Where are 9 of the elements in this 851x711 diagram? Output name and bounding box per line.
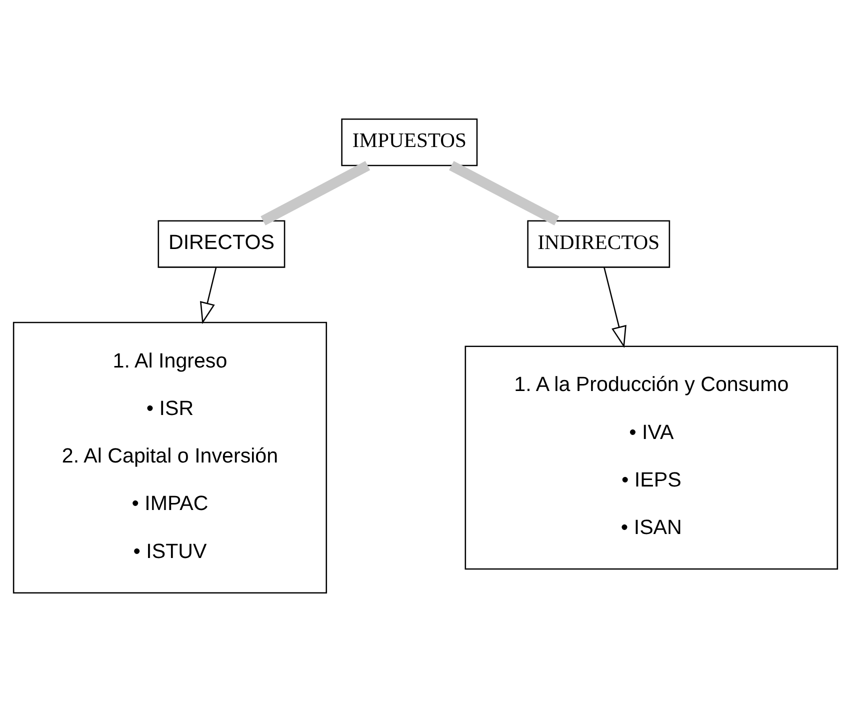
connector [260, 160, 370, 225]
node-box: IMPUESTOS [341, 118, 478, 166]
node-box: 1. Al Ingreso • ISR 2. Al Capital o Inversión • IMPAC • ISTUV [12, 321, 328, 593]
connector [449, 160, 560, 225]
node-box: INDIRECTOS [527, 220, 670, 268]
node-box: 1. A la Producción y Consumo • IVA • IEPS • ISAN [464, 345, 838, 570]
arrow [200, 266, 217, 324]
arrow [604, 266, 626, 348]
node-box: DIRECTOS [158, 220, 286, 268]
